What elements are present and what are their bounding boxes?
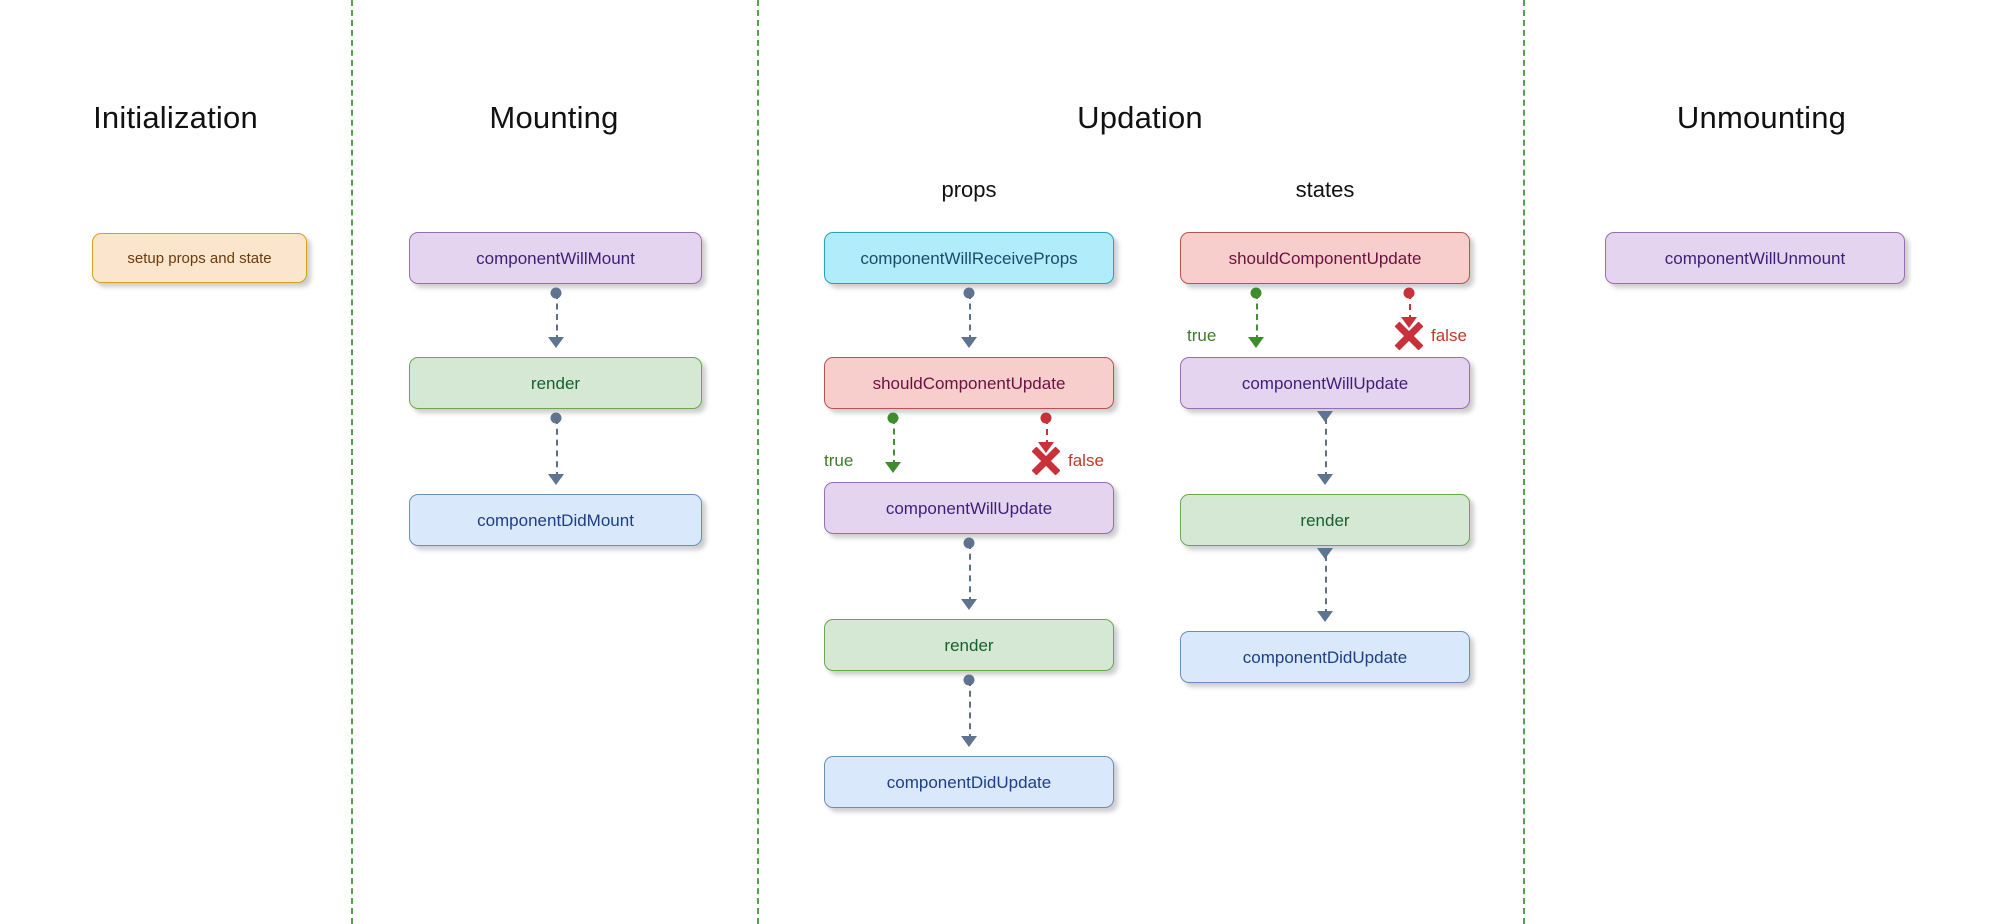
- node-mount-render[interactable]: render: [409, 357, 702, 409]
- x-mark-icon-states-false: [1392, 319, 1426, 353]
- arrowhead-props-true: [885, 462, 901, 473]
- arrowhead-props-render: [961, 599, 977, 610]
- column-title-mounting: Mounting: [489, 100, 619, 135]
- connector-props-true: [893, 418, 895, 466]
- node-props-component-will-update[interactable]: componentWillUpdate: [824, 482, 1114, 534]
- column-title-unmounting: Unmounting: [1676, 100, 1847, 135]
- column-divider-2: [757, 0, 759, 924]
- node-component-will-unmount[interactable]: componentWillUnmount: [1605, 232, 1905, 284]
- connector-states-render-to-did: [1325, 555, 1327, 615]
- column-divider-3: [1523, 0, 1525, 924]
- connector-mount-will-to-render: [556, 293, 558, 341]
- subheading-states: states: [1295, 177, 1355, 202]
- node-props-should-component-update[interactable]: shouldComponentUpdate: [824, 357, 1114, 409]
- node-props-render[interactable]: render: [824, 619, 1114, 671]
- connector-states-false: [1409, 293, 1411, 321]
- connector-props-false: [1046, 418, 1048, 446]
- branch-label-props-true: true: [824, 451, 854, 470]
- branch-label-props-false: false: [1068, 451, 1104, 470]
- node-states-render[interactable]: render: [1180, 494, 1470, 546]
- connector-props-render-to-did: [969, 680, 971, 740]
- branch-label-states-true: true: [1187, 326, 1217, 345]
- column-title-updation: Updation: [1077, 100, 1203, 135]
- connector-states-will-to-render: [1325, 418, 1327, 478]
- node-component-did-mount[interactable]: componentDidMount: [409, 494, 702, 546]
- column-title-initialization: Initialization: [93, 100, 258, 135]
- arrowhead-did-mount: [548, 474, 564, 485]
- arrowhead-states-will-top: [1317, 411, 1333, 422]
- connector-props-will-to-render: [969, 543, 971, 603]
- arrowhead-mount-render: [548, 337, 564, 348]
- arrowhead-states-render: [1317, 474, 1333, 485]
- x-mark-icon-props-false: [1029, 444, 1063, 478]
- arrowhead-states-did-update: [1317, 611, 1333, 622]
- connector-render-to-did-mount: [556, 418, 558, 478]
- connector-states-true: [1256, 293, 1258, 341]
- arrowhead-props-did-update: [961, 736, 977, 747]
- column-divider-1: [351, 0, 353, 924]
- arrowhead-states-render-bottom: [1317, 548, 1333, 559]
- subheading-props: props: [941, 177, 997, 202]
- node-setup-props-and-state[interactable]: setup props and state: [92, 233, 307, 283]
- node-component-will-mount[interactable]: componentWillMount: [409, 232, 702, 284]
- node-states-component-will-update[interactable]: componentWillUpdate: [1180, 357, 1470, 409]
- arrowhead-props-should: [961, 337, 977, 348]
- arrowhead-states-true: [1248, 337, 1264, 348]
- node-props-component-did-update[interactable]: componentDidUpdate: [824, 756, 1114, 808]
- node-component-will-receive-props[interactable]: componentWillReceiveProps: [824, 232, 1114, 284]
- connector-receive-to-should: [969, 293, 971, 341]
- node-states-should-component-update[interactable]: shouldComponentUpdate: [1180, 232, 1470, 284]
- node-states-component-did-update[interactable]: componentDidUpdate: [1180, 631, 1470, 683]
- branch-label-states-false: false: [1431, 326, 1467, 345]
